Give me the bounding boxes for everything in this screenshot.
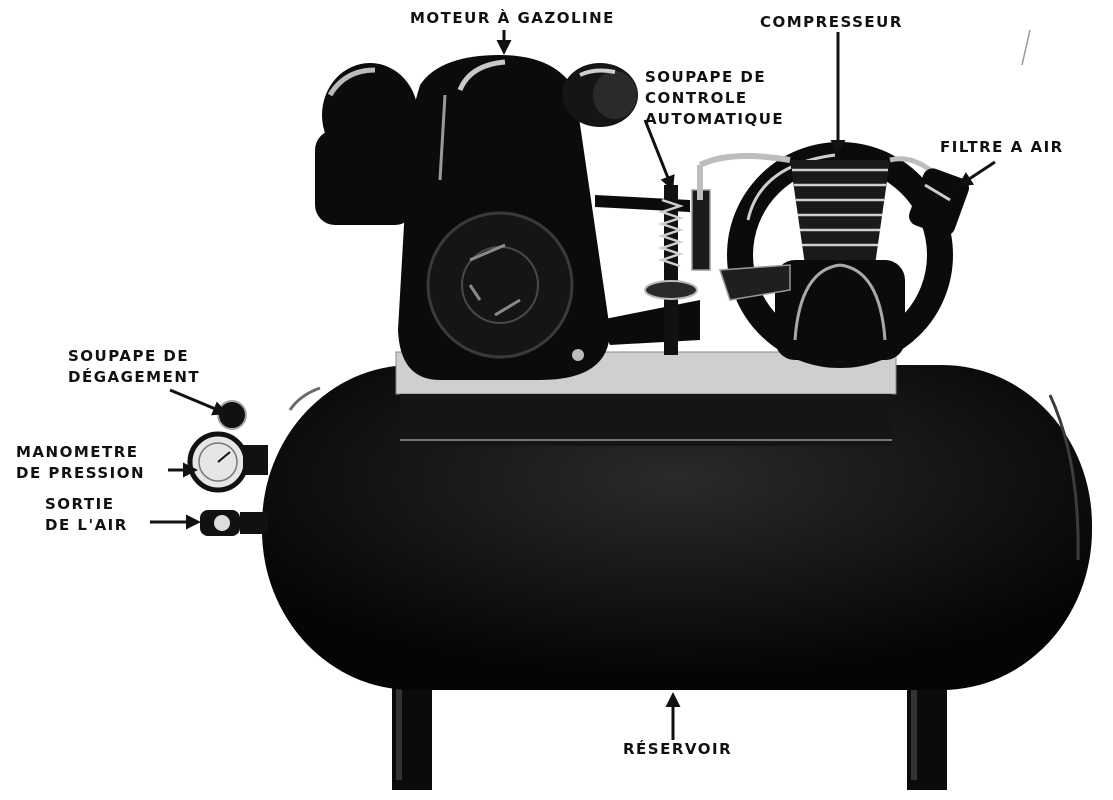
compressor (697, 142, 953, 368)
air-filter (909, 168, 969, 236)
label-line: MANOMETRE (16, 443, 139, 461)
label-compresseur: COMPRESSEUR (760, 13, 903, 31)
control-valve (644, 185, 711, 355)
label-soupape-de-degagement: SOUPAPE DE DÉGAGEMENT (68, 346, 200, 388)
side-fittings (187, 400, 268, 536)
gasoline-engine (315, 55, 700, 380)
label-line: SORTIE (45, 495, 115, 513)
label-soupape-de-controle: SOUPAPE DE CONTROLE AUTOMATIQUE (645, 67, 784, 130)
label-line: DE PRESSION (16, 464, 146, 482)
label-reservoir: RÉSERVOIR (623, 740, 733, 758)
label-sortie-de-l-air: SORTIE DE L'AIR (45, 494, 128, 536)
label-line: SOUPAPE DE (68, 347, 190, 365)
tank (262, 365, 1092, 690)
label-moteur-a-gazoline: MOTEUR À GAZOLINE (410, 9, 615, 27)
pointer-arrows (150, 30, 996, 740)
label-filtre-a-air: FILTRE A AIR (940, 138, 1064, 156)
label-line: AUTOMATIQUE (645, 110, 785, 128)
label-line: DE L'AIR (45, 516, 128, 534)
scan-mark (1021, 29, 1031, 66)
label-line: SOUPAPE DE (645, 68, 767, 86)
label-manometre-de-pression: MANOMETRE DE PRESSION (16, 442, 145, 484)
label-line: CONTROLE (645, 89, 748, 107)
label-line: DÉGAGEMENT (68, 368, 201, 386)
